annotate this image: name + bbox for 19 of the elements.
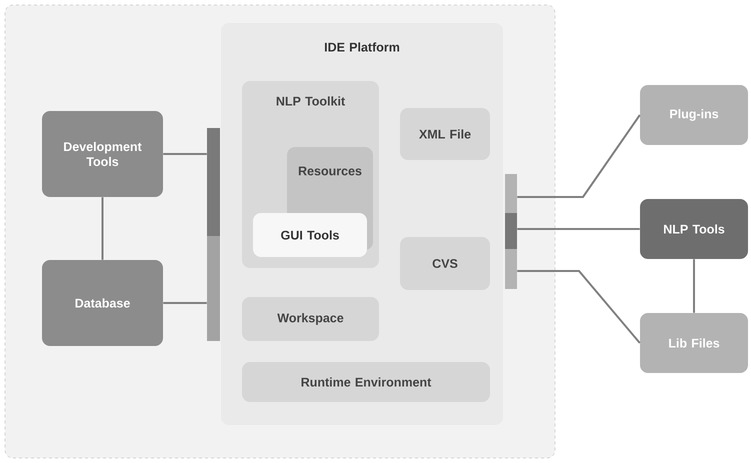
connector-line [102,197,104,260]
connector-line [693,259,696,313]
component-box: GUI Tools [253,213,367,257]
tool-box: Development Tools [42,111,163,197]
external-box: Lib Files [640,313,748,373]
connector-bar [505,174,517,289]
connector-line [517,114,641,198]
connector-bar [207,128,220,341]
component-box: Workspace [242,297,379,341]
external-box: NLP Tools [640,199,748,259]
connector-line [163,302,207,304]
external-box: Plug-ins [640,85,748,145]
connector-line [163,153,207,155]
component-box: XML File [400,108,490,160]
component-box: Runtime Environment [242,362,490,402]
connector-line [517,270,641,344]
database-box: Database [42,260,163,346]
connector-line [517,228,640,230]
component-box: CVS [400,237,490,290]
